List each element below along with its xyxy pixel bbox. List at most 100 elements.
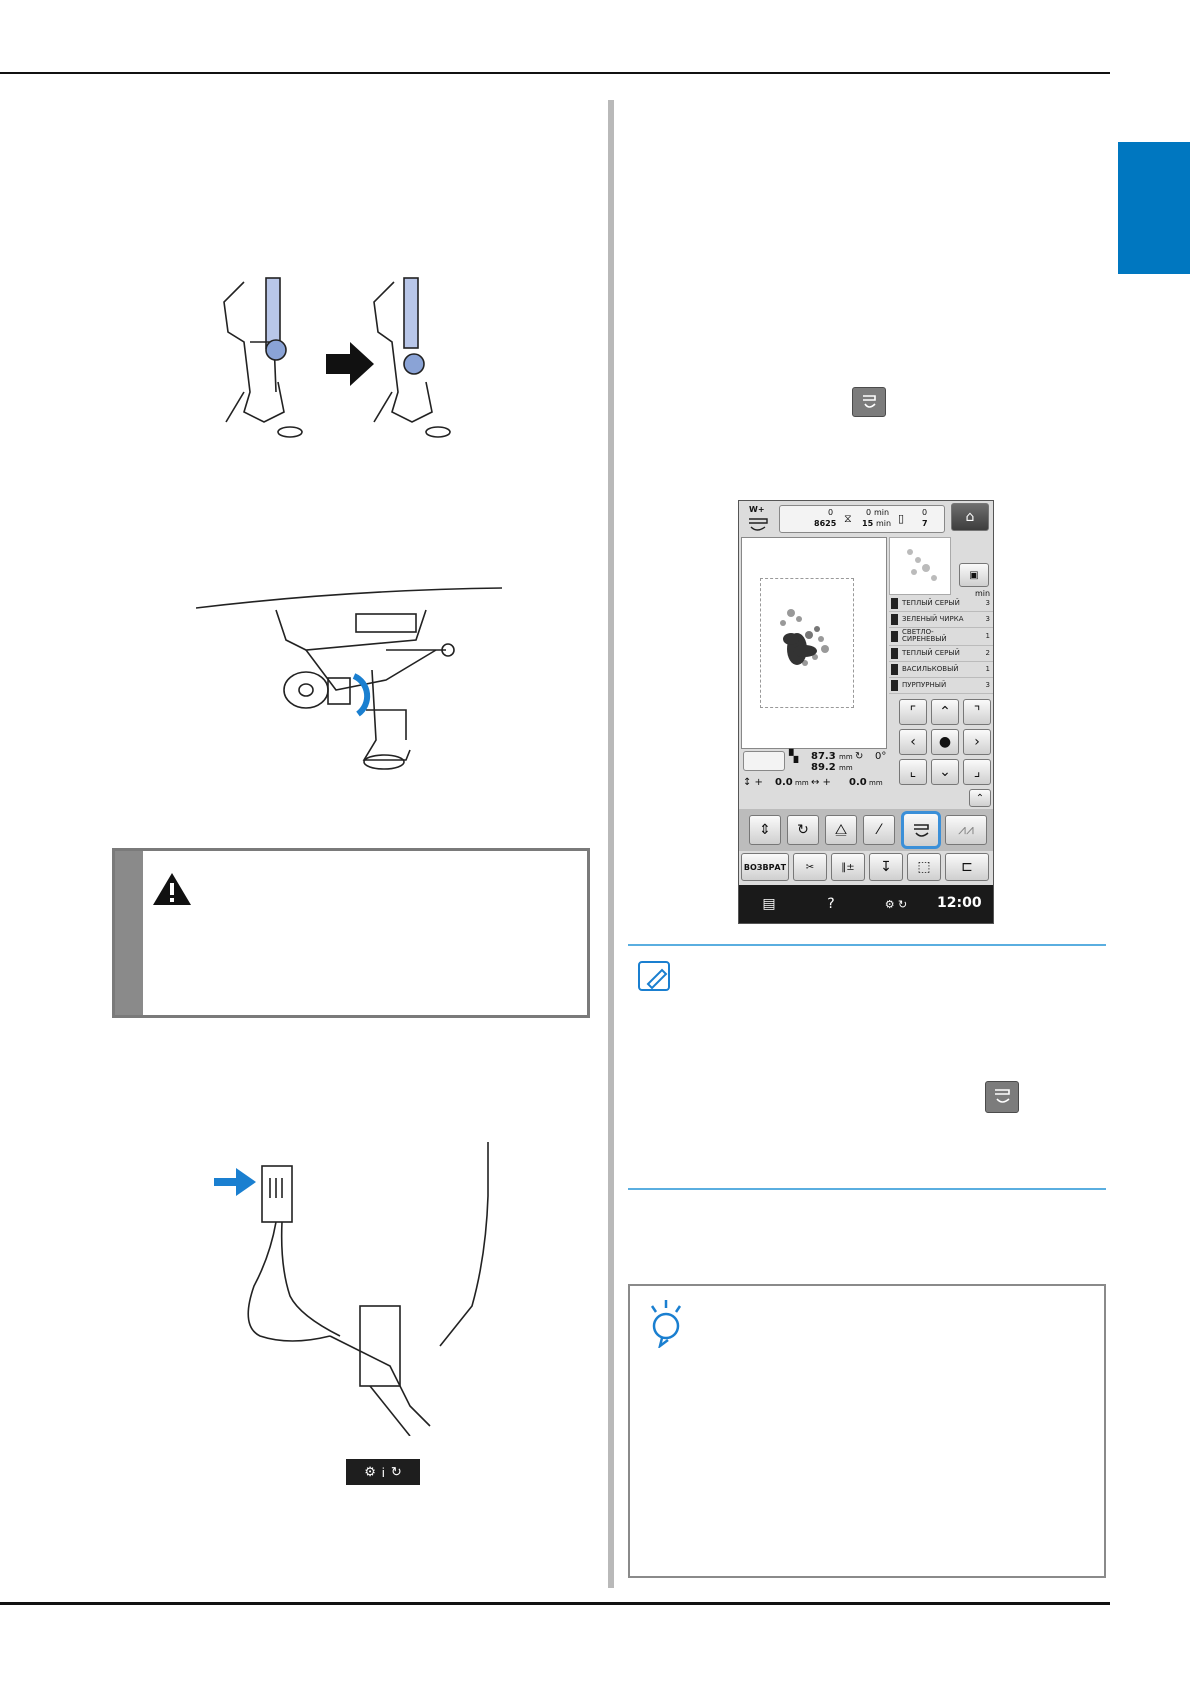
horizontal-offset-unit: mm [869, 779, 883, 787]
center-dot-icon: ● [938, 734, 952, 750]
column-divider [608, 100, 614, 1588]
chevron-right-icon: › [974, 734, 980, 750]
resize-icon: ⇕ [759, 822, 771, 838]
vertical-offset-unit: mm [795, 779, 809, 787]
vertical-offset-value: 0.0 [775, 777, 793, 788]
spool-icon [891, 630, 898, 642]
memo-top-rule [628, 944, 1106, 946]
bottom-status-bar: ▤ ? ⚙ ↻ 12:00 [739, 885, 993, 923]
size-icon: ▚ [789, 749, 799, 763]
presser-foot-icon: ⚙ [364, 1464, 376, 1479]
width-unit: mm [839, 753, 853, 761]
move-right-button[interactable]: › [963, 729, 991, 755]
spool-icon [891, 679, 898, 691]
warning-box [112, 848, 590, 1018]
embroidery-preview [741, 537, 887, 749]
width-value: 87.3 [811, 751, 836, 762]
presser-foot-screw-illustration [223, 277, 451, 438]
help-button[interactable]: ? [801, 885, 861, 923]
rotate-button[interactable]: ↻ [787, 815, 819, 845]
embroidery-design-image [780, 609, 829, 666]
manual-button[interactable]: ▤ [739, 885, 799, 923]
corner-up-left-icon: ⌜ [909, 704, 917, 720]
embroidery-frame-area [760, 578, 854, 708]
thread-cut-button[interactable]: ✂ [793, 853, 827, 881]
scissors-icon: ✂ [805, 861, 815, 873]
home-icon: ⌂ [965, 509, 975, 525]
expand-up-button[interactable]: ⌃ [969, 789, 991, 807]
foot-function-icon [914, 824, 929, 837]
presser-foot-icon: ⚙ ↻ [884, 897, 908, 911]
chevron-left-icon: ‹ [910, 734, 916, 750]
rotate-icon: ↻ [390, 1464, 402, 1479]
foot-function-button[interactable] [901, 811, 941, 849]
machine-lcd-screen: W+ 0 8625 ⧖ 0 min 15 min ▯ 0 7 ⌂ ▣ min Т… [738, 500, 994, 924]
return-button[interactable]: ВОЗВРАТ [741, 853, 789, 881]
presser-foot-status-button[interactable]: ⚙ ↻ [863, 885, 929, 923]
footer-rule [0, 1602, 1110, 1605]
vertical-offset-icon: ↕ + [743, 777, 763, 788]
move-up-right-button[interactable]: ⌝ [963, 699, 991, 725]
trial-button[interactable]: ⬚ [907, 853, 941, 881]
resize-button[interactable]: ⇕ [749, 815, 781, 845]
note-box [628, 1284, 1106, 1578]
move-center-button[interactable]: ● [931, 729, 959, 755]
status-icon-label: i [381, 1464, 385, 1480]
move-left-button[interactable]: ‹ [899, 729, 927, 755]
rotate-icon: ↻ [797, 822, 809, 838]
double-chevron-up-icon: ⌃ [975, 792, 985, 804]
memo-bottom-rule [628, 1188, 1106, 1190]
frame-icon: ⬚ [917, 859, 931, 875]
tension-icon: ‖± [841, 861, 855, 873]
stitch-density-button[interactable]: ⩘⩘ [945, 815, 987, 845]
spool-icon [891, 663, 898, 675]
pocket-button[interactable]: ⊏ [945, 853, 989, 881]
needle-position-button[interactable]: ↧ [869, 853, 903, 881]
design-thumbnail [889, 537, 951, 595]
foot-function-icon [985, 1081, 1019, 1113]
move-down-button[interactable]: ⌄ [931, 759, 959, 785]
move-down-right-button[interactable]: ⌟ [963, 759, 991, 785]
corner-up-right-icon: ⌝ [973, 704, 981, 720]
horizontal-offset-value: 0.0 [849, 777, 867, 788]
chevron-down-icon: ⌄ [939, 764, 951, 780]
height-unit: mm [839, 764, 853, 772]
lightbulb-note-icon [650, 1300, 682, 1348]
foot-function-icon [852, 387, 886, 417]
angle-value: 0° [875, 751, 887, 762]
home-button[interactable]: ⌂ [951, 503, 989, 531]
thread-display-toggle-button[interactable]: ▣ [959, 563, 989, 587]
clock: 12:00 [937, 895, 982, 911]
arrow-right-icon [214, 1168, 256, 1196]
needle-icon: ⁄ [877, 822, 881, 838]
hourglass-icon: ⧖ [844, 512, 852, 525]
hoop-icon: ▣ [969, 569, 979, 581]
chapter-tab [1118, 142, 1190, 274]
header-rule [0, 72, 1110, 74]
move-up-left-button[interactable]: ⌜ [899, 699, 927, 725]
rotate-arrow-icon [352, 673, 371, 717]
hoop-size-icon [743, 751, 785, 771]
status-icon-chip: ⚙ i ↻ [346, 1459, 420, 1485]
warning-triangle-icon [153, 873, 191, 905]
move-up-button[interactable]: ⌃ [931, 699, 959, 725]
tension-button[interactable]: ‖± [831, 853, 865, 881]
warning-stripe [115, 851, 143, 1015]
move-down-left-button[interactable]: ⌞ [899, 759, 927, 785]
thread-button[interactable]: ⁄ [863, 815, 895, 845]
spool-icon: ▯ [898, 512, 905, 525]
horizontal-offset-icon: ↔ + [811, 777, 831, 788]
mirror-button[interactable]: ⧋ [825, 815, 857, 845]
pocket-icon: ⊏ [961, 859, 973, 875]
wplus-icon: W+ [743, 505, 775, 535]
zigzag-icon: ⩘⩘ [958, 822, 974, 838]
needle-down-icon: ↧ [880, 859, 892, 875]
chevron-up-icon: ⌃ [939, 704, 951, 720]
needle-clamp-illustration [196, 587, 503, 770]
mirror-icon: ⧋ [834, 822, 848, 838]
